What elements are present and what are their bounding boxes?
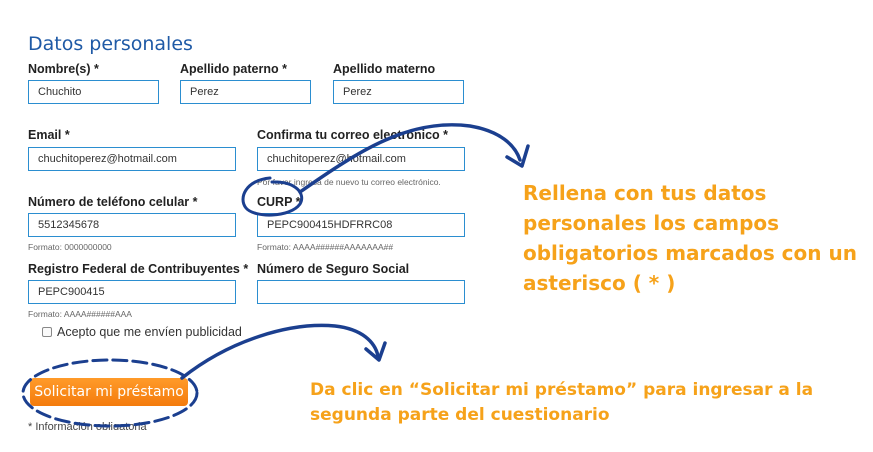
publicidad-label: Acepto que me envíen publicidad [57,325,242,339]
curp-arrow-head [505,144,530,168]
submit-arrow-head [364,341,387,362]
apellido-paterno-label: Apellido paterno * [180,62,287,76]
nombre-label: Nombre(s) * [28,62,99,76]
submit-arrow-line [180,323,380,380]
callout-submit: Da clic en “Solicitar mi préstamo” para … [310,380,814,425]
callout-fields: Rellena con tus datos personales los cam… [523,181,857,295]
section-title: Datos personales [28,33,193,55]
publicidad-checkbox[interactable] [42,327,52,337]
rfc-input[interactable]: PEPC900415 [28,280,236,304]
solicitar-prestamo-button[interactable]: Solicitar mi préstamo [30,378,188,406]
apellido-paterno-input[interactable]: Perez [180,80,311,104]
rfc-label: Registro Federal de Contribuyentes * [28,262,249,276]
rfc-hint: Formato: AAAA######AAA [28,309,132,319]
confirma-email-input[interactable]: chuchitoperez@hotmail.com [257,147,465,171]
submit-highlight-oval [21,358,199,428]
telefono-hint: Formato: 0000000000 [28,242,112,252]
apellido-materno-input[interactable]: Perez [333,80,464,104]
confirma-email-label: Confirma tu correo electrónico * [257,128,449,142]
curp-label: CURP * [257,195,301,209]
curp-hint: Formato: AAAA######AAAAAAA## [257,242,394,252]
curp-arrow-line [298,123,522,194]
apellido-materno-label: Apellido materno [333,62,436,76]
telefono-input[interactable]: 5512345678 [28,213,236,237]
nss-label: Número de Seguro Social [257,262,410,276]
curp-input[interactable]: PEPC900415HDFRRC08 [257,213,465,237]
email-label: Email * [28,128,70,142]
curp-highlight-circle [241,176,304,217]
telefono-label: Número de teléfono celular * [28,195,198,209]
nss-input[interactable] [257,280,465,304]
confirma-email-hint: Por favor ingresa de nuevo tu correo ele… [257,177,441,187]
email-input[interactable]: chuchitoperez@hotmail.com [28,147,236,171]
nombre-input[interactable]: Chuchito [28,80,159,104]
